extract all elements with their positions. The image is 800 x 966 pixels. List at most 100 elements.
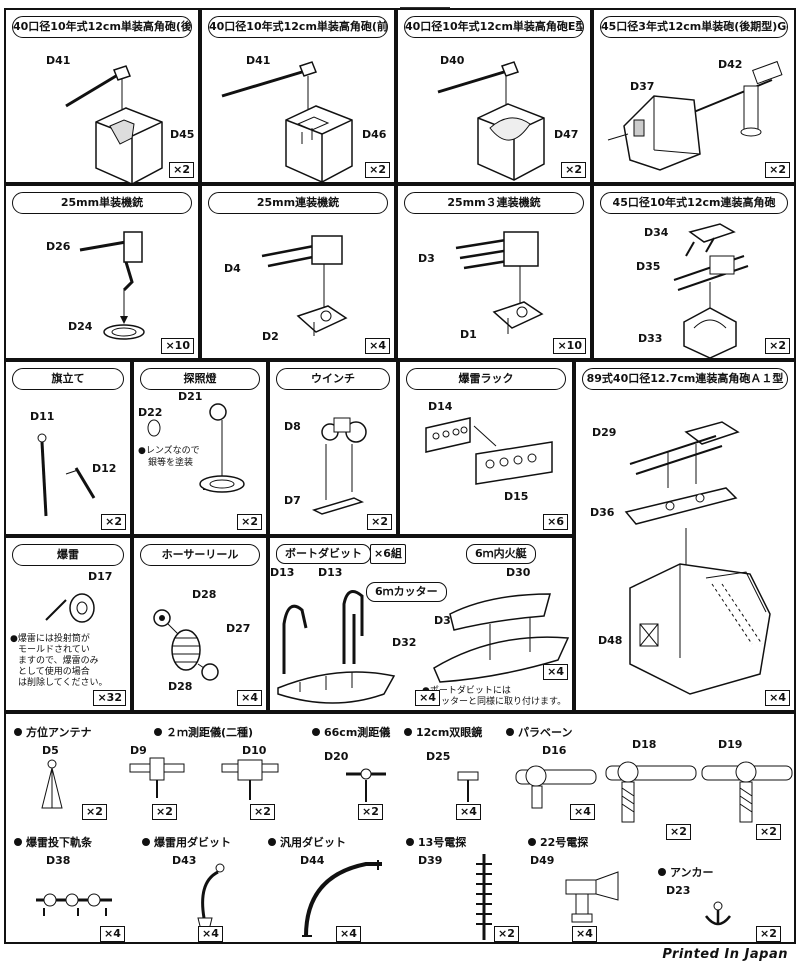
part-label: D41 — [246, 54, 271, 67]
machine-gun-drawing — [261, 235, 348, 336]
panel-title: 爆雷 — [12, 544, 124, 566]
count-badge: ×4 — [415, 690, 440, 706]
part-label: D17 — [88, 570, 113, 583]
bullet-icon — [14, 838, 22, 846]
part-label: D5 — [42, 744, 59, 757]
rack-drawing — [425, 417, 553, 485]
part-label: D14 — [428, 400, 453, 413]
count-badge: ×2 — [765, 338, 790, 354]
note-line: ますので、爆雷のみ — [18, 656, 99, 666]
count-badge: ×4 — [237, 690, 262, 706]
note-line: ●レンズなので — [138, 446, 200, 456]
part-label: D37 — [630, 80, 655, 93]
panel-title: 45口径10年式12cm連装高角砲 — [600, 192, 788, 214]
part-label: D48 — [598, 634, 623, 647]
panel-25mm-single: 25mm単装機銃 D26 D24 ×10 — [4, 184, 200, 360]
section-label: ２ｍ測距儀(二種) — [154, 724, 253, 740]
boat-davit-drawing — [277, 590, 570, 704]
part-label: D42 — [718, 58, 743, 71]
machine-gun-drawing — [455, 231, 544, 334]
count-badge: ×10 — [553, 338, 586, 354]
count-badge: ×2 — [561, 162, 586, 178]
panel-title: 25mm３連装機銃 — [404, 192, 584, 214]
panel-small-parts: 方位アンテナ ２ｍ測距儀(二種) 66cm測距儀 12cm双眼鏡 パラベーン D… — [4, 712, 796, 944]
part-label: D1 — [460, 328, 477, 341]
count-badge: ×2 — [250, 804, 275, 820]
count-sets: ×6組 — [370, 544, 406, 564]
part-label: D3 — [418, 252, 435, 265]
section-label: 方位アンテナ — [14, 724, 92, 740]
panel-title: ウインチ — [276, 368, 390, 390]
panel-title: 45口径3年式12cm単装砲(後期型)G砲 — [600, 16, 788, 38]
bullet-icon — [312, 728, 320, 736]
section-label: 爆雷用ダビット — [142, 834, 231, 850]
part-label: D10 — [242, 744, 267, 757]
count-badge: ×2 — [358, 804, 383, 820]
part-label: D33 — [638, 332, 663, 345]
part-label: D8 — [284, 420, 301, 433]
part-label: D35 — [636, 260, 661, 273]
part-label: D40 — [440, 54, 465, 67]
gun-mount-drawing — [673, 223, 749, 359]
count-badge: ×4 — [365, 338, 390, 354]
panel-title: 旗立て — [12, 368, 124, 390]
part-label: D12 — [92, 462, 117, 475]
panel-12cm-early: 40口径10年式12cm単装高角砲(前期型) D41 D46 ×2 — [200, 8, 396, 184]
section-label: 爆雷投下軌条 — [14, 834, 92, 850]
panel-25mm-twin: 25mm連装機銃 D4 D2 ×4 — [200, 184, 396, 360]
part-label: D23 — [666, 884, 691, 897]
part-label: D26 — [46, 240, 71, 253]
part-label: D38 — [46, 854, 71, 867]
section-label: 66cm測距儀 — [312, 724, 390, 740]
count-badge: ×2 — [367, 514, 392, 530]
gun-mount-drawing — [65, 65, 163, 185]
part-label: D21 — [178, 390, 203, 403]
bullet-icon — [506, 728, 514, 736]
panel-winch: ウインチ D8 D7 ×2 — [268, 360, 398, 536]
part-label: D44 — [300, 854, 325, 867]
count-badge: ×4 — [198, 926, 223, 942]
count-badge: ×2 — [237, 514, 262, 530]
part-label: D27 — [226, 622, 251, 635]
panel-dc-rack: 爆雷ラック D14 D15 ×6 — [398, 360, 574, 536]
panel-flagstaff: 旗立て D11 D12 ×2 — [4, 360, 132, 536]
count-badge: ×2 — [756, 824, 781, 840]
bullet-icon — [404, 728, 412, 736]
part-label: D2 — [262, 330, 279, 343]
bullet-icon — [528, 838, 536, 846]
panel-12cm-e-kai2: 40口径10年式12cm単装高角砲E型改2 D40 D47 ×2 — [396, 8, 592, 184]
footer-printed: Printed In Japan — [662, 947, 788, 962]
machine-gun-drawing — [79, 231, 145, 340]
part-label: D49 — [530, 854, 555, 867]
panel-searchlight: 探照燈 D21 D22 D6 ●レンズなので 銀等を塗装 ×2 — [132, 360, 268, 536]
panel-title: ホーサーリール — [140, 544, 260, 566]
panel-12cm-twin-ha: 45口径10年式12cm連装高角砲 D34 D35 D33 ×2 — [592, 184, 796, 360]
note-line: 銀等を塗装 — [148, 458, 194, 468]
count-badge: ×2 — [169, 162, 194, 178]
section-label: 13号電探 — [406, 834, 466, 850]
panel-title: 89式40口径12.7cm連装高角砲Ａ１型 — [582, 368, 788, 390]
part-label: D13 — [318, 566, 343, 579]
gun-mount-drawing — [221, 61, 353, 183]
part-label: D7 — [284, 494, 301, 507]
cutter-label: 6ｍカッター — [366, 582, 447, 602]
part-label: D11 — [30, 410, 55, 423]
bullet-icon — [154, 728, 162, 736]
count-badge: ×4 — [456, 804, 481, 820]
part-label: D39 — [418, 854, 443, 867]
small-parts-row1-drawing — [41, 757, 793, 823]
section-label: 12cm双眼鏡 — [404, 724, 482, 740]
gun-turret-drawing — [607, 60, 783, 171]
panel-title: ボートダビット — [276, 544, 371, 564]
part-label: D29 — [592, 426, 617, 439]
part-label: D16 — [542, 744, 567, 757]
part-label: D36 — [590, 506, 615, 519]
count-badge: ×2 — [666, 824, 691, 840]
count-badge: ×2 — [494, 926, 519, 942]
count-badge: ×32 — [93, 690, 126, 706]
section-label: アンカー — [658, 864, 714, 880]
count-badge: ×4 — [570, 804, 595, 820]
section-label: 汎用ダビット — [268, 834, 346, 850]
winch-drawing — [311, 417, 367, 515]
panel-25mm-triple: 25mm３連装機銃 D3 D1 ×10 — [396, 184, 592, 360]
